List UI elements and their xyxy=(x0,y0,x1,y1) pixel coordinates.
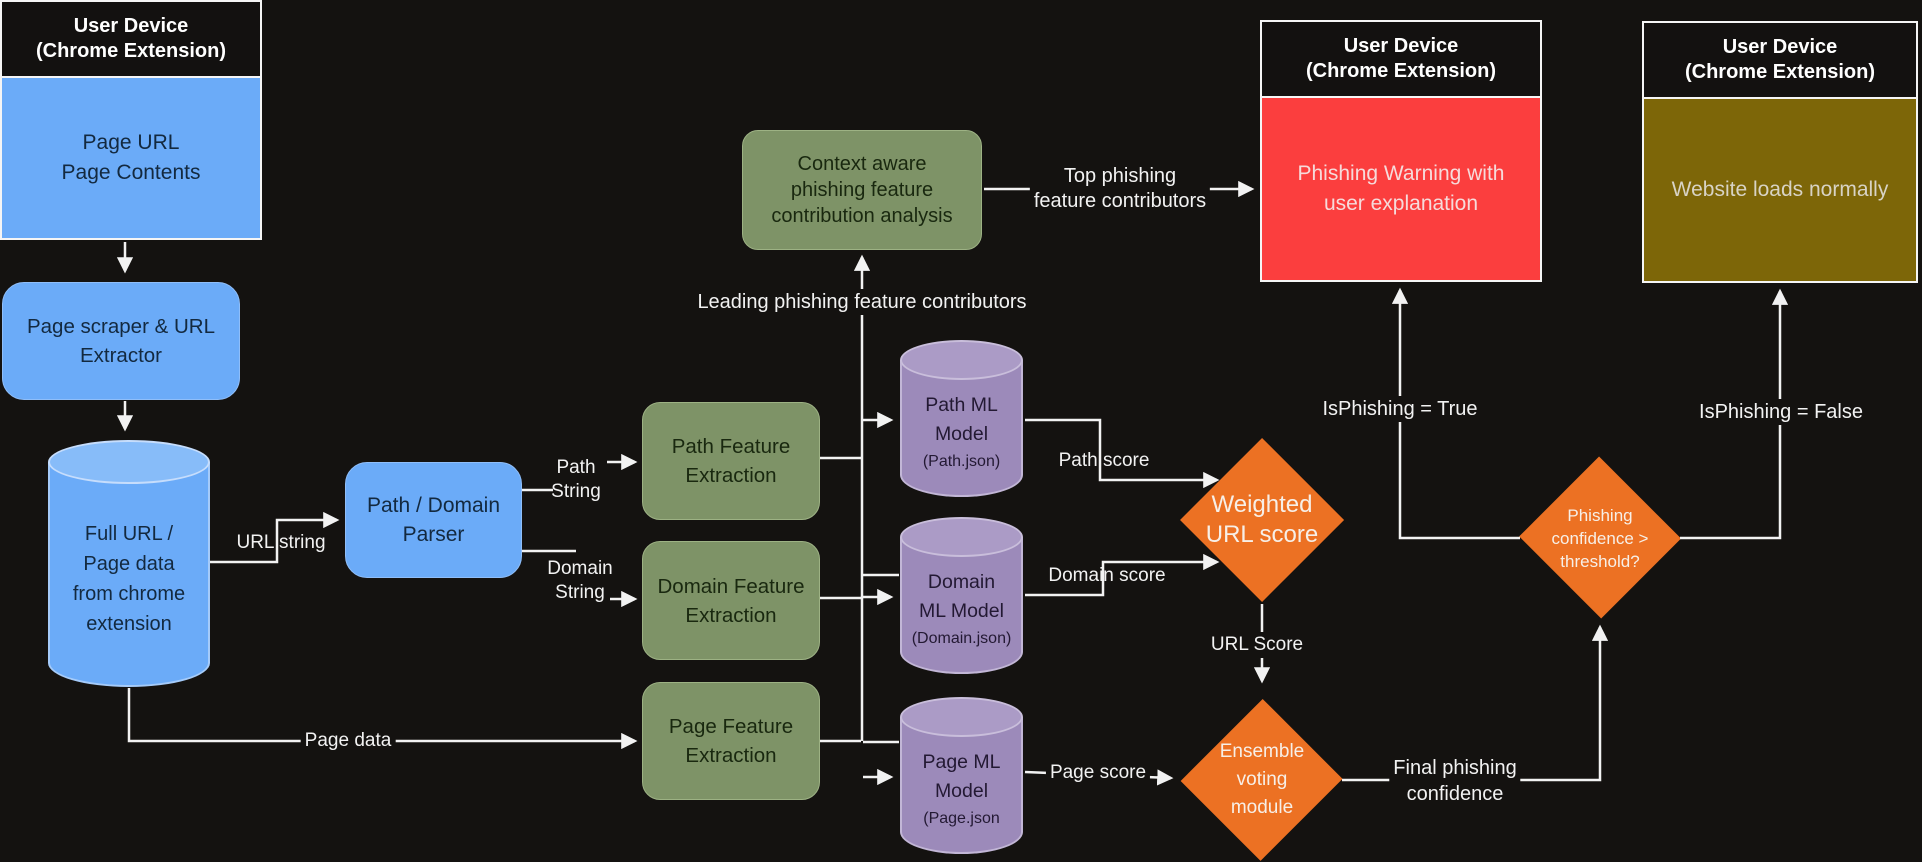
url-page-data-store: Full URL / Page data from chrome extensi… xyxy=(48,440,210,687)
header-line: (Chrome Extension) xyxy=(1305,60,1497,82)
page-feature-extraction-box: Page Feature Extraction xyxy=(642,682,820,800)
edge-label-path-string: Path String xyxy=(551,457,601,502)
cylinder-body xyxy=(900,537,1023,674)
edge-label-path-score: Path score xyxy=(1058,450,1150,471)
body-line: Page URL xyxy=(82,131,180,154)
user-device-normal-group: User Device (Chrome Extension) Website l… xyxy=(1642,21,1918,283)
user-device-normal-header: User Device (Chrome Extension) xyxy=(1644,23,1916,99)
model-file-label: (Page.json xyxy=(923,810,1000,827)
header-line: User Device xyxy=(1343,35,1459,57)
body-line: Page Contents xyxy=(61,161,201,184)
node-label: Extraction xyxy=(685,603,777,627)
node-label: contribution analysis xyxy=(771,205,953,227)
body-line: Website loads normally xyxy=(1671,178,1889,201)
cylinder-top xyxy=(48,440,210,484)
cylinder-label: Domain ML Model (Domain.json) xyxy=(900,517,1023,674)
cylinder-top xyxy=(900,340,1023,380)
node-label: Ensemble xyxy=(1219,741,1305,762)
cylinder-label: Path ML Model (Path.json) xyxy=(900,340,1023,497)
header-line: (Chrome Extension) xyxy=(1684,61,1876,83)
header-line: User Device xyxy=(1722,36,1838,58)
path-feature-extraction-box: Path Feature Extraction xyxy=(642,402,820,520)
user-device-warning-group: User Device (Chrome Extension) Phishing … xyxy=(1260,20,1542,282)
node-label: phishing feature xyxy=(790,179,934,201)
cylinder-label: Page ML Model (Page.json xyxy=(900,697,1023,854)
node-label: URL score xyxy=(1205,521,1319,548)
ensemble-voting-diamond: Ensemble voting module xyxy=(1182,698,1342,862)
threshold-decision-diamond: Phishing confidence > threshold? xyxy=(1518,458,1682,618)
node-label: Page Feature xyxy=(668,715,794,738)
node-label: Domain Feature xyxy=(657,574,805,598)
edge-label-final-confidence: Final phishing confidence xyxy=(1389,754,1521,808)
user-device-warning-header: User Device (Chrome Extension) xyxy=(1262,22,1540,98)
header-line: User Device xyxy=(73,15,189,37)
model-file-label: (Domain.json) xyxy=(911,630,1012,647)
user-device-input-header: User Device (Chrome Extension) xyxy=(2,2,260,78)
node-label: voting xyxy=(1236,769,1288,790)
path-ml-model-store: Path ML Model (Path.json) xyxy=(900,340,1023,497)
node-label: Path / Domain xyxy=(366,494,501,517)
cylinder-body xyxy=(48,462,210,687)
domain-feature-extraction-box: Domain Feature Extraction xyxy=(642,541,820,660)
node-label: Context aware xyxy=(797,153,927,175)
cylinder-body xyxy=(900,360,1023,497)
weighted-url-score-diamond: Weighted URL score xyxy=(1180,438,1344,602)
header-line: (Chrome Extension) xyxy=(35,40,227,62)
cylinder-top xyxy=(900,517,1023,557)
edge-label-leading-contributors: Leading phishing feature contributors xyxy=(693,289,1031,315)
node-label: Page scraper & URL xyxy=(26,315,215,338)
edge-label-page-score: Page score xyxy=(1045,760,1151,786)
node-label: Parser xyxy=(402,523,465,546)
context-analysis-box: Context aware phishing feature contribut… xyxy=(742,130,982,250)
edge-label-domain-score: Domain score xyxy=(1048,565,1166,586)
edge-label-isphishing-false: IsPhishing = False xyxy=(1695,399,1867,425)
website-loads-box: Website loads normally xyxy=(1644,99,1916,281)
edge-label-domain-string: Domain String xyxy=(547,558,613,603)
body-line: Phishing Warning with xyxy=(1297,162,1505,185)
model-file-label: (Path.json) xyxy=(922,453,1001,470)
cylinder-label: Full URL / Page data from chrome extensi… xyxy=(72,522,186,635)
node-label: confidence > xyxy=(1551,528,1649,548)
node-label: Extraction xyxy=(685,744,777,767)
node-label: Extractor xyxy=(79,344,163,367)
page-scraper-box: Page scraper & URL Extractor xyxy=(2,282,240,400)
domain-ml-model-store: Domain ML Model (Domain.json) xyxy=(900,517,1023,674)
edge-label-top-contributors: Top phishing feature contributors xyxy=(1029,163,1211,215)
node-label: Extraction xyxy=(685,464,777,487)
edge-label-page-data: Page data xyxy=(300,728,396,754)
path-domain-parser-box: Path / Domain Parser xyxy=(345,462,522,578)
cylinder-body xyxy=(900,717,1023,854)
edge-label-url-string: URL string xyxy=(236,532,326,553)
page-url-contents-box: Page URL Page Contents xyxy=(2,78,260,238)
node-label: Path Feature xyxy=(671,435,791,458)
body-line: user explanation xyxy=(1323,192,1479,215)
user-device-input-group: User Device (Chrome Extension) Page URL … xyxy=(0,0,262,240)
node-label: threshold? xyxy=(1560,551,1640,571)
phishing-warning-box: Phishing Warning with user explanation xyxy=(1262,98,1540,280)
node-label: Weighted xyxy=(1211,491,1313,518)
edge-label-isphishing-true: IsPhishing = True xyxy=(1318,396,1482,422)
page-ml-model-store: Page ML Model (Page.json xyxy=(900,697,1023,854)
edge-label-url-score: URL Score xyxy=(1206,632,1308,658)
cylinder-top xyxy=(900,697,1023,737)
node-label: module xyxy=(1230,797,1294,818)
node-label: Phishing xyxy=(1567,505,1633,525)
